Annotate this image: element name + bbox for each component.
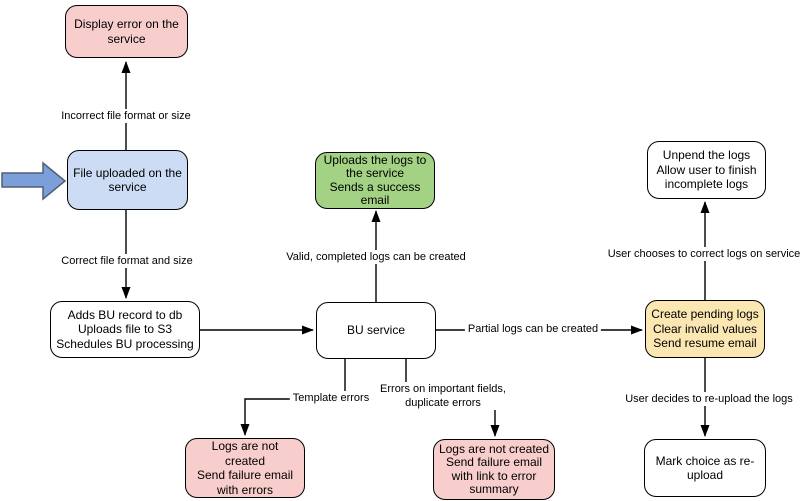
edge-label-user-reupload: User decides to re-upload the logs <box>622 392 796 406</box>
node-bu-service: BU service <box>316 302 436 359</box>
edge-label-valid-logs: Valid, completed logs can be created <box>283 250 469 264</box>
node-logs-not-created-errors: Logs are not created Send failure email … <box>185 438 305 498</box>
node-unpend-logs: Unpend the logs Allow user to finish inc… <box>647 141 766 199</box>
node-adds-bu-record: Adds BU record to db Uploads file to S3 … <box>50 301 200 358</box>
node-display-error: Display error on the service <box>65 5 188 58</box>
edge-label-template-errors: Template errors <box>289 391 373 405</box>
start-arrow-icon <box>1 161 67 201</box>
node-create-pending-logs: Create pending logs Clear invalid values… <box>645 300 765 358</box>
edge-label-incorrect-format: Incorrect file format or size <box>58 109 194 123</box>
edge-label-user-correct: User chooses to correct logs on service <box>604 247 801 261</box>
edge-label-partial-logs: Partial logs can be created <box>464 322 602 336</box>
node-uploads-logs-success: Uploads the logs to the service Sends a … <box>315 152 435 209</box>
node-logs-not-created-summary: Logs are not created Send failure email … <box>433 439 555 500</box>
edge-label-correct-format: Correct file format and size <box>58 254 196 268</box>
edge-label-important-errors: Errors on important fields, duplicate er… <box>377 382 509 410</box>
node-mark-reupload: Mark choice as re- upload <box>644 439 766 497</box>
node-file-uploaded: File uploaded on the service <box>67 150 188 210</box>
